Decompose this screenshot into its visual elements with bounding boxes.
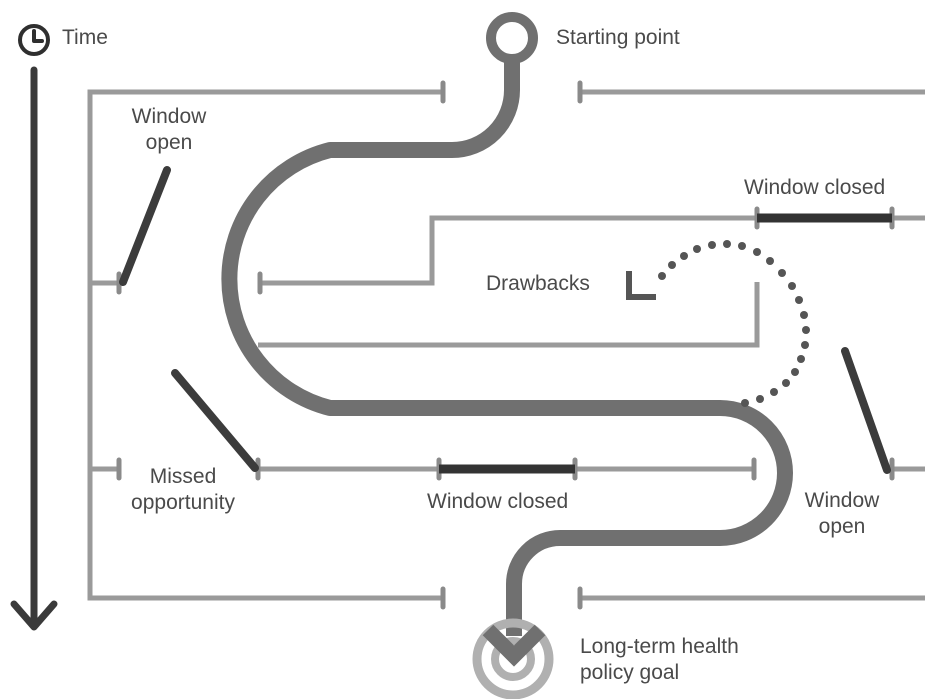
window-closed-top-label: Window closed <box>744 176 886 199</box>
missed-opportunity-bar <box>171 369 259 472</box>
drawbacks-label: Drawbacks <box>486 272 590 295</box>
goal-label-line2: policy goal <box>580 661 680 684</box>
inner-barrier-middle <box>258 282 760 348</box>
closed-windows <box>439 213 892 474</box>
window-open-left-bar <box>119 166 171 286</box>
window-open-right-line1: Window <box>804 489 880 512</box>
window-open-left-label: Window open <box>118 104 220 156</box>
window-open-right-bar <box>841 347 891 474</box>
target-icon <box>472 618 554 699</box>
outer-barrier-left <box>87 89 443 601</box>
starting-point-label: Starting point <box>556 26 680 49</box>
goal-label-line1: Long-term health <box>580 635 739 658</box>
drawback-dots <box>658 240 810 407</box>
window-closed-bottom-label: Window closed <box>427 490 569 513</box>
goal-label: Long-term health policy goal <box>580 634 739 686</box>
missed-opportunity-line2: opportunity <box>131 491 235 514</box>
window-open-right-label: Window open <box>792 488 892 540</box>
drawback-arrow-icon <box>626 271 656 300</box>
window-open-right-line2: open <box>818 515 866 538</box>
window-open-left-line2: open <box>145 131 193 154</box>
time-label: Time <box>62 26 108 49</box>
clock-icon <box>18 24 50 56</box>
open-windows <box>119 166 891 474</box>
missed-opportunity-line1: Missed <box>149 465 217 488</box>
window-open-left-line1: Window <box>131 105 207 128</box>
goal-arrowhead <box>482 624 546 667</box>
policy-path <box>221 58 793 636</box>
missed-opportunity-label: Missed opportunity <box>118 464 248 516</box>
time-arrow-icon <box>10 66 58 631</box>
start-circle-icon <box>486 12 538 64</box>
inner-barrier-upper <box>260 215 925 286</box>
